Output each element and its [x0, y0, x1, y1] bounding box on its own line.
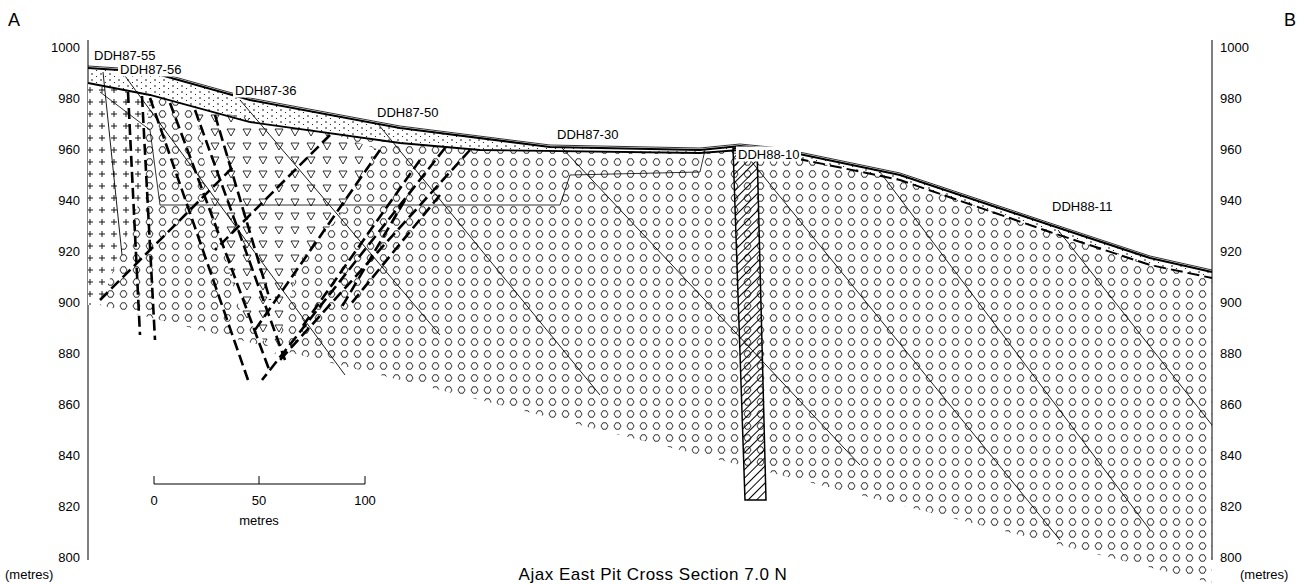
- drill-hole-label: DDH87-56: [118, 62, 183, 77]
- drill-hole-label: DDH87-30: [555, 127, 620, 142]
- elevation-tick: 860: [58, 398, 80, 411]
- axis-unit: (metres): [5, 568, 53, 581]
- section-title: Ajax East Pit Cross Section 7.0 N: [519, 566, 788, 583]
- host-rock: [88, 83, 1212, 583]
- axis-unit: (metres): [1240, 568, 1288, 581]
- drill-holes: [103, 72, 1212, 540]
- elevation-tick: 840: [1220, 449, 1242, 462]
- scale-unit: metres: [239, 514, 279, 527]
- section-end: B: [1284, 11, 1296, 29]
- ground-surface: [88, 66, 1212, 270]
- elevation-tick: 840: [58, 449, 80, 462]
- drill-hole-label: DDH88-11: [1050, 199, 1114, 214]
- section-end: A: [8, 11, 20, 29]
- elevation-tick: 860: [1220, 398, 1242, 411]
- elevation-tick: 960: [1220, 143, 1242, 156]
- elevation-tick: 880: [58, 347, 80, 360]
- elevation-tick: 820: [1220, 500, 1242, 513]
- scale-bar: [154, 476, 365, 484]
- elevation-tick: 940: [1220, 194, 1242, 207]
- elevation-tick: 1000: [51, 41, 80, 54]
- elevation-tick: 920: [1220, 245, 1242, 258]
- elevation-tick: 980: [1220, 92, 1242, 105]
- elevation-tick: 800: [1220, 551, 1242, 564]
- elevation-tick: 800: [58, 551, 80, 564]
- elevation-tick: 960: [58, 143, 80, 156]
- drill-hole-label: DDH87-50: [375, 105, 440, 120]
- bedrock-contact: [780, 155, 1212, 278]
- elevation-tick: 980: [58, 92, 80, 105]
- elevation-tick: 940: [58, 194, 80, 207]
- scale-value: 100: [354, 494, 376, 507]
- granite-mask: [88, 83, 150, 305]
- elevation-tick: 900: [1220, 296, 1242, 309]
- elevation-tick: 900: [58, 296, 80, 309]
- pit-outline: [100, 92, 705, 205]
- drill-hole-label: DDH87-36: [233, 83, 298, 98]
- elevation-tick: 880: [1220, 347, 1242, 360]
- dike: [733, 148, 766, 500]
- scale-value: 0: [150, 494, 157, 507]
- faults: [100, 92, 470, 380]
- elevation-tick: 1000: [1220, 41, 1249, 54]
- scale-value: 50: [252, 494, 266, 507]
- drill-hole-label: DDH88-10: [736, 147, 801, 162]
- elevation-tick: 820: [58, 500, 80, 513]
- drill-hole-label: DDH87-55: [92, 48, 157, 63]
- elevation-tick: 920: [58, 245, 80, 258]
- granite: [88, 83, 150, 305]
